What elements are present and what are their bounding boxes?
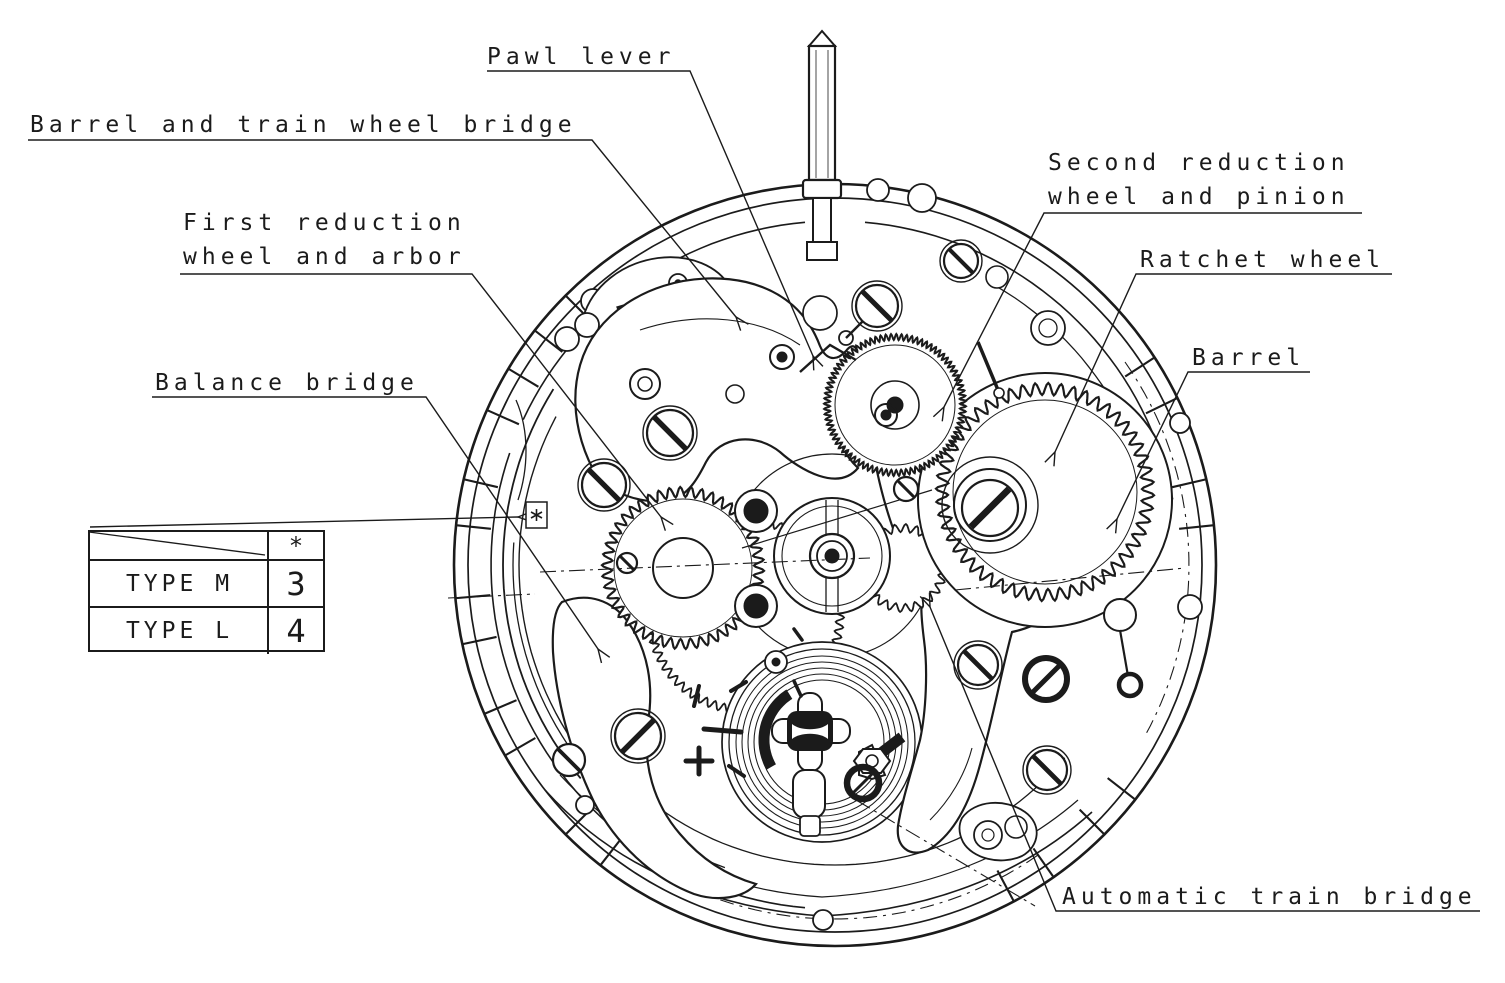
balance-assembly [721,641,923,843]
label-automatic-train-bridge-text: Automatic train bridge [1062,884,1477,910]
leader-first-reduction [180,273,661,517]
label-balance-bridge-text: Balance bridge [155,370,419,396]
leader-second-reduction [944,212,1362,407]
leader-asterisk-table [89,517,518,528]
jewels-and-pivots [629,265,1144,862]
second-reduction-wheel-part [822,332,968,478]
table-header-symbol-cell: * [267,532,323,560]
leader-ratchet-wheel [1055,273,1392,452]
label-first-reduction-line2: wheel and arbor [183,244,466,270]
regulator-marks [683,627,804,778]
label-second-reduction-line2: wheel and pinion [1048,184,1350,210]
callout-leader-lines [28,70,1480,912]
screws [551,239,1072,795]
label-first-reduction-line1: First reduction [183,210,466,236]
table-cell-type-m-value: 3 [267,561,323,606]
leader-barrel-train-bridge [28,139,736,317]
center-wheel-part [741,489,933,615]
winding-stem [801,29,843,261]
label-pawl-lever: Pawl lever [487,40,675,74]
label-barrel-text: Barrel [1192,345,1306,371]
label-automatic-train-bridge: Automatic train bridge [1062,880,1477,914]
label-second-reduction-wheel-and-pinion: Second reduction wheel and pinion [1048,146,1350,214]
label-barrel-and-train-wheel-bridge: Barrel and train wheel bridge [30,108,577,142]
table-cell-type-l-value: 4 [267,608,323,654]
table-header-blank-cell [90,532,269,559]
type-reference-table: * TYPE M 3 TYPE L 4 [88,530,325,654]
leader-automatic-train-bridge [930,607,1480,912]
table-cell-type-m: TYPE M [125,570,234,597]
label-second-reduction-line1: Second reduction [1048,150,1350,176]
label-first-reduction-wheel-and-arbor: First reduction wheel and arbor [183,206,466,274]
label-balance-bridge: Balance bridge [155,366,419,400]
label-barrel: Barrel [1192,341,1305,375]
label-pawl-lever-text: Pawl lever [487,44,676,70]
label-ratchet-wheel-text: Ratchet wheel [1140,247,1386,273]
leader-barrel [1117,371,1310,519]
leader-balance-bridge [152,396,598,649]
table-header-row: * [90,532,323,560]
leader-pawl-lever [487,70,813,356]
label-ratchet-wheel: Ratchet wheel [1140,243,1385,277]
asterisk-marker-icon [525,501,548,529]
table-header-diagonal [88,531,266,556]
center-lines [447,557,1186,907]
table-row-type-m: TYPE M 3 [90,559,323,606]
table-cell-type-l: TYPE L [125,618,234,644]
balance-bridge-part [551,596,758,900]
table-row-type-l: TYPE L 4 [90,606,323,654]
label-barrel-train-bridge-text: Barrel and train wheel bridge [30,112,577,138]
first-reduction-wheel-part [600,485,766,651]
